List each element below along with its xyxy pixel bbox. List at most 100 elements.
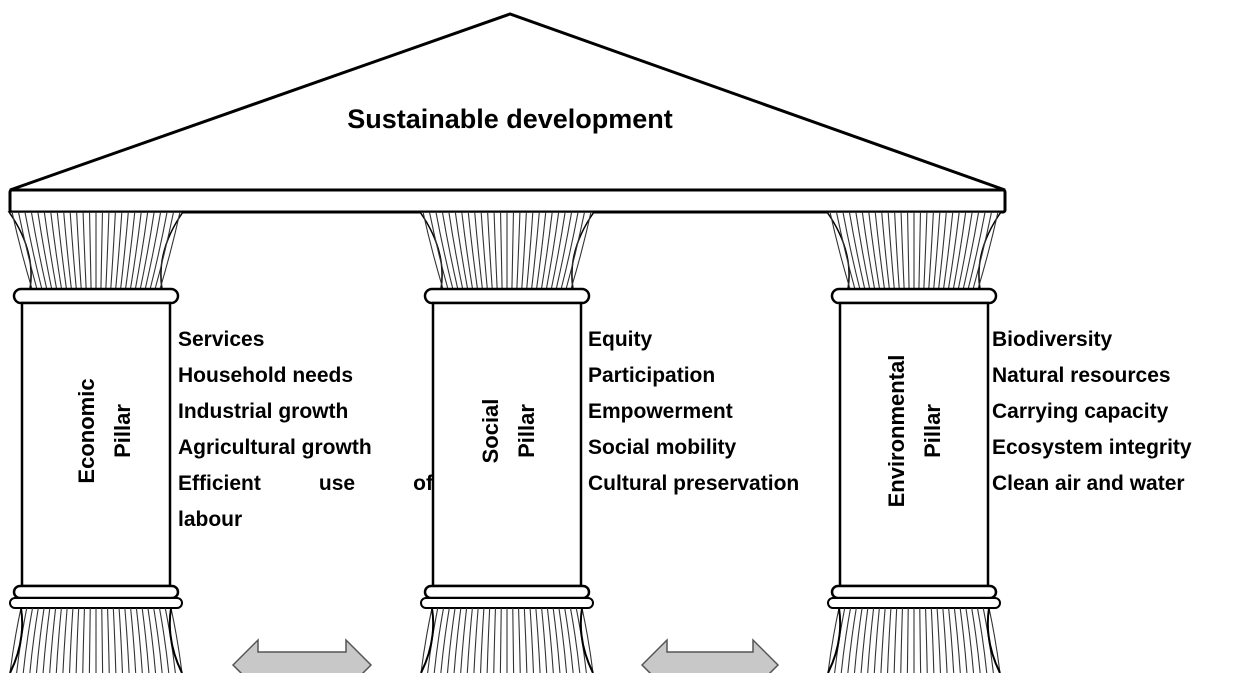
social-capital-flute xyxy=(545,211,560,290)
economic-capital-flute xyxy=(134,211,149,290)
environmental-capital-flute xyxy=(933,211,941,290)
social-label-line2: Pillar xyxy=(514,404,539,458)
environmental-base-flute xyxy=(840,607,852,673)
environmental-capital-flute xyxy=(874,211,886,290)
social-capital-flute xyxy=(499,211,503,290)
economic-capital-flute xyxy=(115,211,123,290)
economic-base-flute xyxy=(29,607,39,673)
environmental-capital-flute xyxy=(881,211,890,290)
social-capital-flute xyxy=(555,211,573,290)
social-base-flute xyxy=(546,607,554,673)
economic-shaft xyxy=(20,301,172,588)
environmental-base-flute xyxy=(886,607,892,673)
environmental-capital-flute xyxy=(829,211,851,290)
social-base-flute xyxy=(440,607,450,673)
environmental-base-flute xyxy=(906,607,909,673)
environmental-capital-flute xyxy=(977,211,999,290)
social-label-line1: Social xyxy=(478,398,503,464)
environmental-base-flute xyxy=(988,607,1001,673)
environmental-base-flute xyxy=(853,607,863,673)
social-base-flute xyxy=(493,607,497,673)
list-item: Biodiversity xyxy=(992,328,1113,351)
social-capital-flute xyxy=(448,211,464,290)
economic-capital-flute xyxy=(11,211,33,290)
list-item: Agricultural growth xyxy=(178,436,372,459)
social-capital-flute xyxy=(535,211,547,290)
list-item: Efficient use of xyxy=(178,466,433,502)
environmental-base-flute xyxy=(965,607,975,673)
environmental-pillar-label: Environmental Pillar xyxy=(879,301,951,561)
environmental-base-flute xyxy=(919,607,922,673)
economic-capital-flute xyxy=(17,211,38,290)
list-item: Natural resources xyxy=(992,364,1171,387)
roof xyxy=(9,12,1006,192)
environmental-base-flute xyxy=(948,607,955,673)
economic-capital-flute xyxy=(37,211,53,290)
economic-capital-flute xyxy=(76,211,82,290)
economic-base-edge xyxy=(9,607,24,673)
environmental-capital-flute xyxy=(972,211,993,290)
environmental-capital-flute xyxy=(861,211,876,290)
social-capital-flute xyxy=(560,211,579,290)
economic-capital-flute xyxy=(110,211,116,290)
economic-capital-flute xyxy=(24,211,43,290)
economic-capital-flute xyxy=(56,211,68,290)
environmental-capital-flute xyxy=(868,211,881,290)
social-base-flute xyxy=(529,607,535,673)
economic-base-flute xyxy=(112,607,117,673)
social-capital-flute xyxy=(454,211,469,290)
economic-capital-flute xyxy=(105,211,110,290)
environmental-capital-flute xyxy=(947,211,960,290)
list-item: Participation xyxy=(588,364,716,387)
social-capital-flute xyxy=(521,211,527,290)
list-item: Household needs xyxy=(178,364,354,387)
social-capital-flute xyxy=(493,211,498,290)
economic-capital-flute xyxy=(100,211,104,290)
social-base-flute xyxy=(523,607,528,673)
social-pillar-label: Social Pillar xyxy=(473,301,545,561)
list-item: labour xyxy=(178,508,243,531)
environmental-base-flute xyxy=(924,607,928,673)
economic-base-flute xyxy=(55,607,62,673)
social-base-flute xyxy=(581,607,594,673)
environmental-base-edge xyxy=(986,607,1001,673)
social-base-flute xyxy=(453,607,462,673)
social-capital-flute xyxy=(461,211,474,290)
economic-capital-flute xyxy=(129,211,142,290)
economic-attributes: Services Household needs Industrial grow… xyxy=(178,322,433,538)
environmental-capital-flute xyxy=(942,211,954,290)
economic-base-flute xyxy=(9,607,22,673)
list-item: Social mobility xyxy=(588,436,737,459)
economic-capital-flute xyxy=(30,211,48,290)
economic-base-flute xyxy=(75,607,80,673)
environmental-base-flute xyxy=(847,607,857,673)
social-capital-flute xyxy=(526,211,534,290)
economic-capital-flute xyxy=(50,211,63,290)
social-base-flute xyxy=(569,607,581,673)
economic-label-line2: Pillar xyxy=(110,404,135,458)
list-item: Empowerment xyxy=(588,400,733,423)
economic-base-flute xyxy=(170,607,183,673)
economic-bottom-ring-2 xyxy=(9,597,183,609)
economic-base-flute xyxy=(141,607,150,673)
social-base-flute xyxy=(499,607,502,673)
word: use xyxy=(318,472,356,495)
social-base-flute xyxy=(460,607,468,673)
social-capital-flute xyxy=(428,211,449,290)
economic-base-flute xyxy=(88,607,91,673)
environmental-base-flute xyxy=(860,607,869,673)
list-item: Equity xyxy=(588,328,653,351)
environmental-capital-flute xyxy=(967,211,986,290)
architrave xyxy=(8,188,1007,214)
environmental-capital-flute xyxy=(900,211,905,290)
social-base-flute xyxy=(564,607,574,673)
environmental-capital-flute xyxy=(835,211,856,290)
economic-base-flute xyxy=(158,607,170,673)
social-bottom-ring xyxy=(423,584,591,600)
economic-base-flute xyxy=(82,607,86,673)
list-item: Carrying capacity xyxy=(992,400,1169,423)
environmental-base-edge xyxy=(827,607,842,673)
economic-capital-flute xyxy=(139,211,155,290)
economic-base-flute xyxy=(153,607,163,673)
economic-capital-flute xyxy=(154,211,175,290)
